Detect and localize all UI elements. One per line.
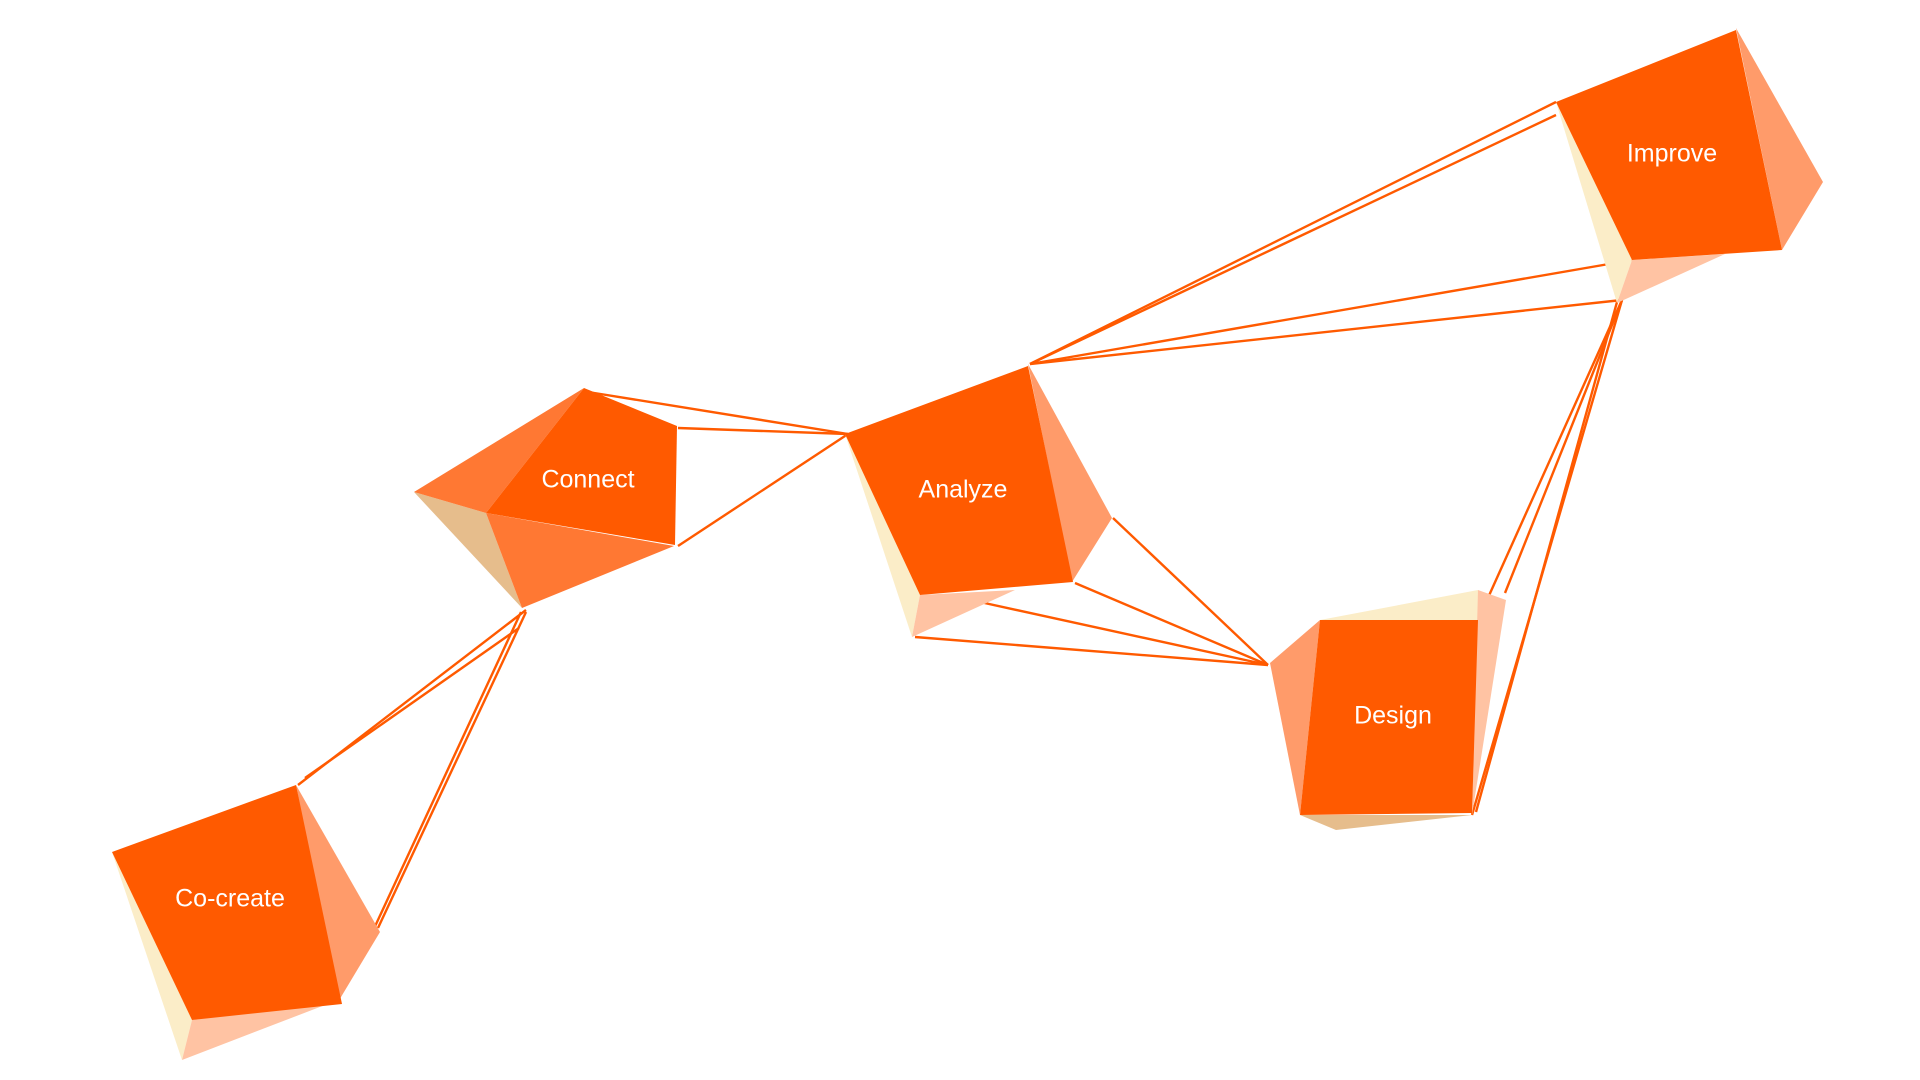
shape-facet bbox=[1617, 254, 1725, 303]
connection-lines bbox=[297, 100, 1633, 936]
shape-face bbox=[112, 785, 342, 1020]
connection-analyze-improve bbox=[1029, 100, 1633, 366]
shape-facet bbox=[486, 513, 674, 608]
connection-co-create-connect bbox=[297, 609, 528, 936]
node-label-co-create: Co-create bbox=[175, 885, 285, 913]
shape-face bbox=[845, 366, 1073, 595]
connection-analyze-design bbox=[914, 517, 1269, 667]
node-label-improve: Improve bbox=[1627, 140, 1717, 168]
shape-face bbox=[1556, 30, 1782, 260]
shape-facet bbox=[912, 590, 1015, 637]
shape-facet bbox=[845, 434, 920, 637]
shape-face bbox=[486, 388, 677, 545]
shape-facet bbox=[112, 852, 192, 1060]
connection-connect-analyze bbox=[587, 390, 849, 548]
shape-facet bbox=[1320, 590, 1478, 625]
shape-facet bbox=[296, 785, 380, 1002]
node-connect: Connect bbox=[414, 388, 677, 608]
shape-facet bbox=[414, 492, 522, 608]
node-improve: Improve bbox=[1556, 28, 1823, 303]
shape-facet bbox=[1472, 590, 1506, 815]
node-label-design: Design bbox=[1354, 702, 1432, 730]
node-label-analyze: Analyze bbox=[919, 476, 1008, 504]
shape-facet bbox=[1028, 364, 1112, 582]
shape-facet bbox=[182, 1000, 338, 1060]
node-analyze: Analyze bbox=[845, 364, 1112, 637]
node-label-connect: Connect bbox=[541, 466, 634, 494]
shape-facet bbox=[414, 388, 584, 513]
shape-facet bbox=[1736, 28, 1823, 250]
node-design: Design bbox=[1270, 590, 1506, 830]
shape-face bbox=[1300, 620, 1478, 815]
connection-design-improve bbox=[1470, 299, 1624, 816]
shape-facet bbox=[1556, 102, 1632, 303]
node-co-create: Co-create bbox=[112, 785, 380, 1060]
shape-facet bbox=[1300, 815, 1472, 830]
shape-facet bbox=[1270, 620, 1320, 815]
